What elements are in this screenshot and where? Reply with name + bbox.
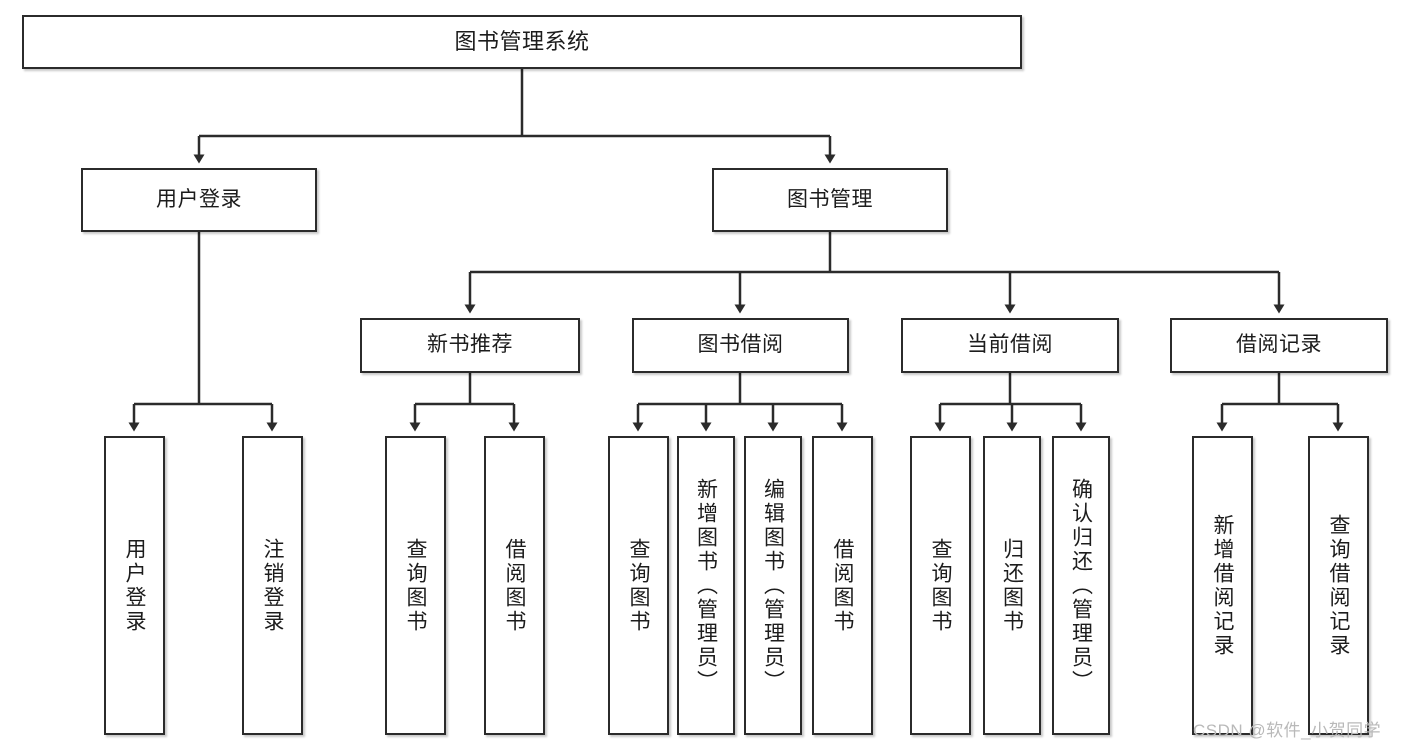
node-leaf-user-logout-label: 注销登录	[261, 537, 284, 634]
connectors-bookborrow-to-leaves	[632, 373, 848, 432]
node-leaf-add-book-admin-label: 新增图书（管理员）	[694, 477, 718, 694]
node-current-borrow-label: 当前借阅	[967, 333, 1053, 357]
node-book-borrow-label: 图书借阅	[697, 333, 784, 357]
node-leaf-user-login-label: 用户登录	[123, 537, 146, 634]
node-leaf-query-book-3-label: 查询图书	[929, 537, 952, 634]
node-leaf-add-book-admin[interactable]: 新增图书（管理员）	[677, 436, 735, 735]
node-leaf-query-borrow-record-label: 查询借阅记录	[1327, 513, 1350, 658]
node-leaf-borrow-book-2[interactable]: 借阅图书	[812, 436, 873, 735]
node-leaf-user-logout[interactable]: 注销登录	[242, 436, 303, 735]
node-new-book-recommend[interactable]: 新书推荐	[360, 318, 580, 373]
node-leaf-user-login[interactable]: 用户登录	[104, 436, 165, 735]
node-book-borrow[interactable]: 图书借阅	[632, 318, 849, 373]
node-user-login[interactable]: 用户登录	[81, 168, 317, 232]
connectors-newbook-to-leaves	[409, 373, 520, 432]
node-leaf-borrow-book-1[interactable]: 借阅图书	[484, 436, 545, 735]
node-leaf-query-book-2[interactable]: 查询图书	[608, 436, 669, 735]
connectors-bookmanage-to-level3	[464, 232, 1285, 314]
node-root[interactable]: 图书管理系统	[22, 15, 1022, 69]
node-leaf-add-borrow-record-label: 新增借阅记录	[1211, 513, 1234, 658]
node-leaf-query-book-1-label: 查询图书	[404, 537, 427, 634]
connectors-currentborrow-to-leaves	[934, 373, 1087, 432]
connectors-root-to-level2	[193, 69, 836, 164]
node-leaf-return-book[interactable]: 归还图书	[983, 436, 1041, 735]
node-leaf-edit-book-admin-label: 编辑图书（管理员）	[761, 477, 785, 694]
node-leaf-edit-book-admin[interactable]: 编辑图书（管理员）	[744, 436, 802, 735]
node-leaf-borrow-book-1-label: 借阅图书	[503, 537, 526, 634]
connectors-borrowrecord-to-leaves	[1216, 373, 1344, 432]
node-leaf-query-book-3[interactable]: 查询图书	[910, 436, 971, 735]
node-leaf-borrow-book-2-label: 借阅图书	[831, 537, 854, 634]
node-user-login-label: 用户登录	[156, 187, 242, 211]
node-leaf-query-book-1[interactable]: 查询图书	[385, 436, 446, 735]
node-leaf-query-borrow-record[interactable]: 查询借阅记录	[1308, 436, 1369, 735]
node-leaf-query-book-2-label: 查询图书	[627, 537, 650, 634]
csdn-watermark: CSDN @软件_小贺同学	[1193, 721, 1382, 740]
node-new-book-recommend-label: 新书推荐	[427, 333, 513, 357]
node-root-label: 图书管理系统	[454, 29, 590, 55]
node-borrow-record-label: 借阅记录	[1236, 333, 1322, 357]
node-current-borrow[interactable]: 当前借阅	[901, 318, 1119, 373]
node-leaf-confirm-return-admin[interactable]: 确认归还（管理员）	[1052, 436, 1110, 735]
connectors-userlogin-to-leaves	[128, 232, 278, 432]
node-leaf-confirm-return-admin-label: 确认归还（管理员）	[1069, 477, 1093, 694]
node-leaf-add-borrow-record[interactable]: 新增借阅记录	[1192, 436, 1253, 735]
node-book-manage-label: 图书管理	[787, 187, 873, 211]
node-leaf-return-book-label: 归还图书	[1000, 537, 1024, 634]
node-borrow-record[interactable]: 借阅记录	[1170, 318, 1388, 373]
node-book-manage[interactable]: 图书管理	[712, 168, 948, 232]
